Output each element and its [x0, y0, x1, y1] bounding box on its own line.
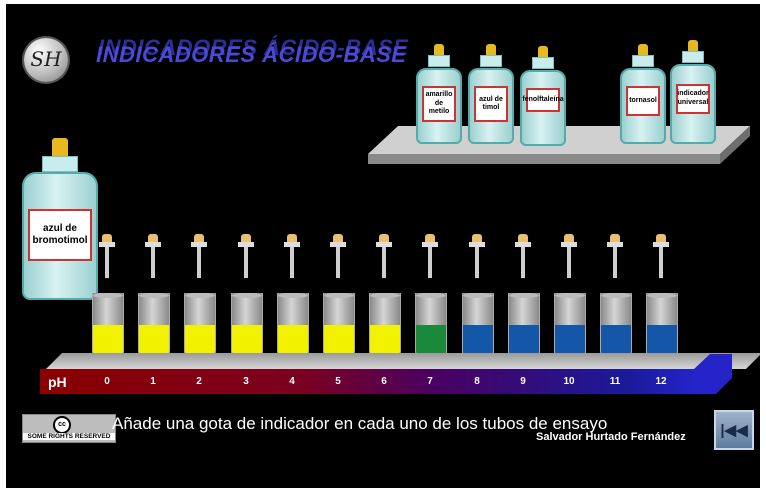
test-tube[interactable] [184, 293, 216, 358]
rewind-icon[interactable]: |◀◀ [714, 410, 754, 450]
tube-liquid [324, 325, 354, 357]
license-text: SOME RIGHTS RESERVED [23, 433, 115, 440]
test-tube[interactable] [323, 293, 355, 358]
author-logo: SH [24, 38, 68, 82]
ph-value: 7 [427, 376, 433, 387]
dropper[interactable] [653, 234, 669, 280]
license-badge[interactable]: cc SOME RIGHTS RESERVED [22, 414, 116, 443]
author-name: Salvador Hurtado Fernández [536, 431, 686, 443]
test-tube[interactable] [138, 293, 170, 358]
tube-liquid [185, 325, 215, 357]
dropper[interactable] [191, 234, 207, 280]
stage: SH INDICADORES ÁCIDO-BASE amarillo de me… [6, 4, 760, 488]
indicator-bottle-thymol-blue[interactable]: azul de timol [468, 44, 514, 144]
tube-liquid [278, 325, 308, 357]
tube-liquid [232, 325, 262, 357]
test-tube[interactable] [92, 293, 124, 358]
ph-value: 12 [655, 376, 667, 387]
dropper[interactable] [238, 234, 254, 280]
dropper[interactable] [376, 234, 392, 280]
logo-text: SH [30, 47, 62, 71]
dropper[interactable] [422, 234, 438, 280]
dropper[interactable] [145, 234, 161, 280]
indicator-label: azul de timol [474, 86, 508, 122]
tube-liquid [509, 325, 539, 357]
dropper[interactable] [607, 234, 623, 280]
active-indicator-bottle[interactable]: azul de bromotimol [22, 138, 98, 300]
ph-value: 1 [150, 376, 156, 387]
dropper[interactable] [515, 234, 531, 280]
indicator-label: tornasol [626, 86, 660, 116]
tube-liquid [139, 325, 169, 357]
test-tube[interactable] [415, 293, 447, 358]
tube-liquid [601, 325, 631, 357]
dropper[interactable] [330, 234, 346, 280]
test-tube[interactable] [554, 293, 586, 358]
ph-scale-bar [40, 369, 694, 394]
test-tube[interactable] [508, 293, 540, 358]
test-tube[interactable] [369, 293, 401, 358]
indicator-bottle-universal[interactable]: indicador universal [670, 40, 716, 144]
ph-value: 4 [289, 376, 295, 387]
ph-value: 8 [474, 376, 480, 387]
ph-value: 5 [335, 376, 341, 387]
dropper[interactable] [561, 234, 577, 280]
ph-value: 2 [196, 376, 202, 387]
ph-value: 3 [243, 376, 249, 387]
ph-value: 11 [609, 376, 621, 387]
ph-bar-top [46, 353, 760, 369]
ph-value: 10 [563, 376, 575, 387]
page-title: INDICADORES ÁCIDO-BASE [96, 42, 407, 67]
tube-liquid [463, 325, 493, 357]
tube-liquid [416, 325, 446, 357]
test-tube[interactable] [646, 293, 678, 358]
tube-liquid [370, 325, 400, 357]
ph-value: 0 [104, 376, 110, 387]
cc-icon: cc [53, 416, 71, 434]
indicator-label: indicador universal [676, 83, 710, 114]
indicator-bottle-litmus[interactable]: tornasol [620, 44, 666, 144]
active-indicator-label: azul de bromotimol [28, 209, 92, 262]
dropper[interactable] [469, 234, 485, 280]
indicator-label: fenolftaleína [522, 88, 564, 112]
dropper[interactable] [284, 234, 300, 280]
dropper[interactable] [99, 234, 115, 280]
ph-value: 9 [520, 376, 526, 387]
instruction-text: Añade una gota de indicador en cada uno … [112, 414, 608, 433]
indicator-bottle-phenolphthalein[interactable]: fenolftaleína [520, 46, 566, 146]
test-tube[interactable] [277, 293, 309, 358]
tube-liquid [647, 325, 677, 357]
tube-liquid [555, 325, 585, 357]
indicator-label: amarillo de metilo [422, 86, 456, 122]
test-tube[interactable] [231, 293, 263, 358]
tube-liquid [93, 325, 123, 357]
ph-label: pH [48, 374, 67, 390]
indicator-bottle-methyl-yellow[interactable]: amarillo de metilo [416, 44, 462, 144]
test-tube[interactable] [462, 293, 494, 358]
ph-value: 6 [381, 376, 387, 387]
test-tube[interactable] [600, 293, 632, 358]
